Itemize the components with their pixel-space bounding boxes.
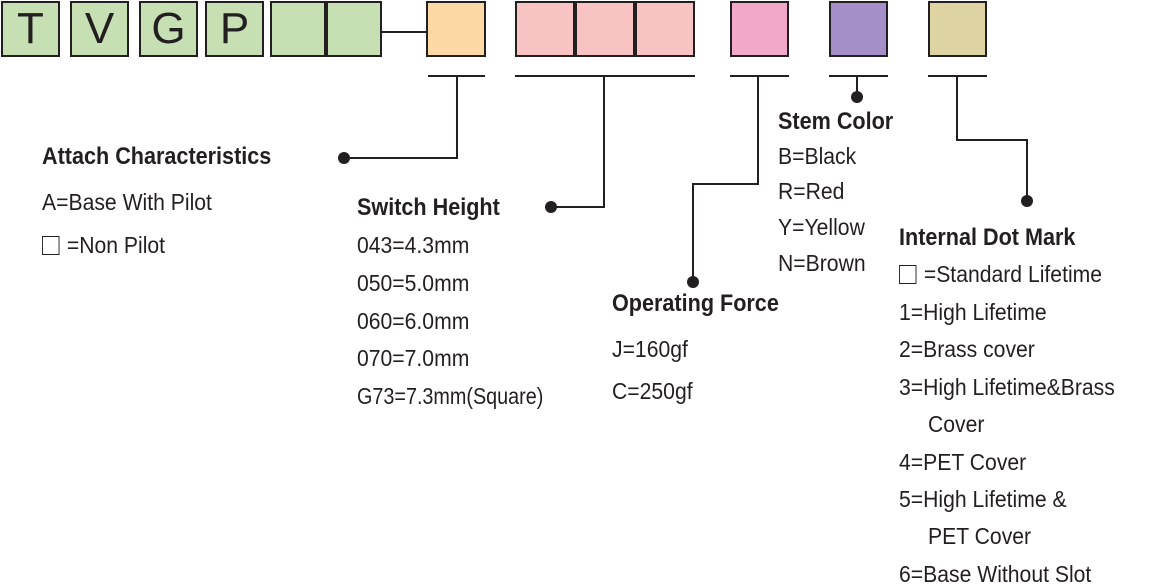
height-leader-dot [545,201,557,213]
dot-option: 4=PET Cover [899,449,1027,475]
attach-option-label: =Non Pilot [66,232,166,258]
dot-option: 5=High Lifetime & [899,486,1067,512]
height-group: Switch Height 043=4.3mm 050=5.0mm 060=6.… [357,194,543,408]
code-letter-g-box: G [139,1,198,57]
dot-leader-line [956,76,1028,201]
dot-option-label: =Standard Lifetime [923,261,1103,287]
attach-code-box [426,1,486,57]
blank-square-icon [42,236,60,255]
attach-leader-line [344,76,458,159]
code-blank-box-2 [326,1,382,57]
height-option: G73=7.3mm(Square) [357,383,544,409]
dot-title: Internal Dot Mark [899,224,1076,251]
attach-leader-dot [338,152,350,164]
dot-leader-dot [1021,195,1033,207]
dot-option: 2=Brass cover [899,336,1035,362]
attach-option: A=Base With Pilot [42,189,212,215]
attach-option: =Non Pilot [42,234,165,257]
stem-option: N=Brown [778,250,866,276]
attach-title: Attach Characteristics [42,143,272,170]
height-option: 060=6.0mm [357,308,470,334]
stem-group: Stem Color B=Black R=Red Y=Yellow N=Brow… [778,108,906,275]
height-title: Switch Height [357,194,500,221]
force-title: Operating Force [612,290,779,317]
height-leader-line [551,76,605,208]
stem-option: R=Red [778,178,845,204]
force-option: C=250gf [612,378,693,404]
attach-group: Attach Characteristics A=Base With Pilot… [42,143,297,257]
force-leader-dot [687,276,699,288]
blank-square-icon [899,265,917,284]
dot-group: Internal Dot Mark =Standard Lifetime 1=H… [899,224,1115,586]
code-blank-box-1 [270,1,326,57]
stem-title: Stem Color [778,108,894,135]
stem-leader-dot [851,91,863,103]
stem-option: B=Black [778,143,857,169]
height-option: 043=4.3mm [357,232,470,258]
code-letter-t-box: T [1,1,60,57]
force-group: Operating Force J=160gf C=250gf [612,290,797,403]
height-option: 050=5.0mm [357,270,470,296]
dot-option-continuation: Cover [928,411,985,437]
dot-code-box [928,1,987,57]
height-option: 070=7.0mm [357,345,470,371]
height-code-box-3 [635,1,695,57]
code-letter-v-box: V [70,1,129,57]
height-code-box-2 [575,1,635,57]
dot-option: 1=High Lifetime [899,299,1047,325]
force-code-box [730,1,789,57]
stem-option: Y=Yellow [778,214,865,240]
height-code-box-1 [515,1,575,57]
force-option: J=160gf [612,336,688,362]
dot-option-continuation: PET Cover [928,523,1032,549]
force-leader-line [692,76,759,282]
dot-option: 6=Base Without Slot [899,561,1092,587]
stem-code-box [829,1,888,57]
dot-option: =Standard Lifetime [899,263,1102,286]
dot-option: 3=High Lifetime&Brass [899,374,1115,400]
code-letter-p-box: P [205,1,264,57]
